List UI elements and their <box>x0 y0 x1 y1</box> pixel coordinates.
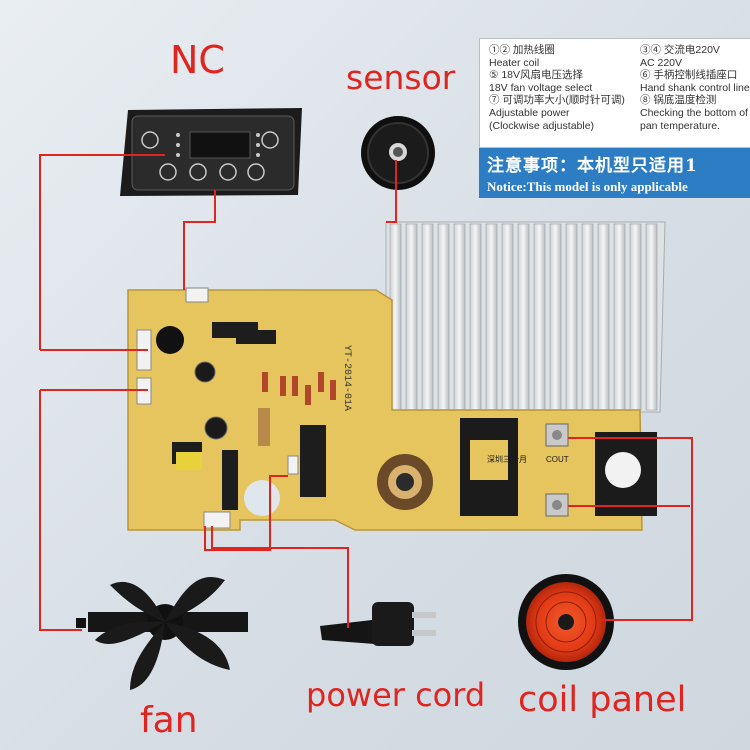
heat-sink-fin <box>405 223 418 411</box>
heat-sink-fin <box>469 223 482 411</box>
heat-sink-fin <box>581 223 594 411</box>
legend-col-right: ③④ 交流电220V AC 220V ⑥ 手柄控制线插座口 Hand shank… <box>640 44 750 132</box>
heating-coil <box>518 574 614 670</box>
legend-line: ⑦ 可调功率大小(顺时针可调) <box>489 94 625 107</box>
transformer-text: 深圳三个月 <box>487 454 527 464</box>
wire-panel-left <box>39 154 165 350</box>
label-power-cord: power cord <box>306 676 486 714</box>
power-plug <box>320 602 436 646</box>
legend-line: Hand shank control line port <box>640 81 750 94</box>
legend-line: (Clockwise adjustable) <box>489 119 595 132</box>
legend-box: ①② 加热线圈 Heater coil ⑤ 18V风扇电压选择 18V fan … <box>479 38 750 148</box>
heat-sink-fin <box>517 223 530 411</box>
heat-sink-fin <box>597 223 610 411</box>
legend-line: Adjustable power <box>489 106 570 119</box>
legend-line: ⑥ 手柄控制线插座口 <box>640 69 738 82</box>
notice-chinese: 注意事项：本机型只适用1 <box>487 156 698 176</box>
wire-coil-top <box>568 437 693 621</box>
heat-sink-fin <box>613 223 626 411</box>
wire-sensor <box>386 160 397 223</box>
legend-line: ⑤ 18V风扇电压选择 <box>489 69 584 82</box>
label-fan: fan <box>140 700 198 741</box>
heat-sink-fin <box>565 223 578 411</box>
heat-sink-fin <box>645 223 658 411</box>
legend-line: ①② 加热线圈 <box>489 44 555 56</box>
wire-power <box>211 526 349 628</box>
heat-sink-fin <box>485 223 498 411</box>
label-nc: NC <box>170 38 225 82</box>
board-model-text: YT-2014-01A <box>341 345 352 411</box>
heat-sink-fin <box>421 223 434 411</box>
connection-wires <box>39 154 693 631</box>
nc-control-panel <box>120 108 302 196</box>
heat-sink-fin <box>629 223 642 411</box>
cooling-fan <box>76 576 248 690</box>
legend-line: pan temperature. <box>640 119 720 132</box>
legend-line: AC 220V <box>640 56 683 69</box>
legend-col-left: ①② 加热线圈 Heater coil ⑤ 18V风扇电压选择 18V fan … <box>489 44 639 132</box>
heat-sink <box>385 221 666 413</box>
legend-line: Checking the bottom of <box>640 106 748 119</box>
legend-line: ⑧ 锅底温度检测 <box>640 94 717 107</box>
heat-sink-fin <box>549 223 562 411</box>
legend-line: 18V fan voltage select <box>489 81 593 94</box>
label-sensor: sensor <box>346 58 456 97</box>
heat-sink-fin <box>501 223 514 411</box>
heat-sink-fin <box>437 223 450 411</box>
label-coil-panel: coil panel <box>518 680 687 720</box>
temperature-sensor <box>361 116 435 190</box>
notice-english: Notice:This model is only applicable <box>487 179 688 194</box>
wire-fan-left <box>39 390 82 631</box>
wire-panel-top <box>183 190 216 290</box>
notice-banner: 注意事项：本机型只适用1 Notice:This model is only a… <box>479 148 750 198</box>
coil-out-text: COUT <box>546 455 569 464</box>
legend-line: ③④ 交流电220V <box>640 44 720 56</box>
wire-fan-board <box>204 475 288 551</box>
legend-line: Heater coil <box>489 56 540 69</box>
heat-sink-fin <box>533 223 546 411</box>
heat-sink-fin <box>453 223 466 411</box>
